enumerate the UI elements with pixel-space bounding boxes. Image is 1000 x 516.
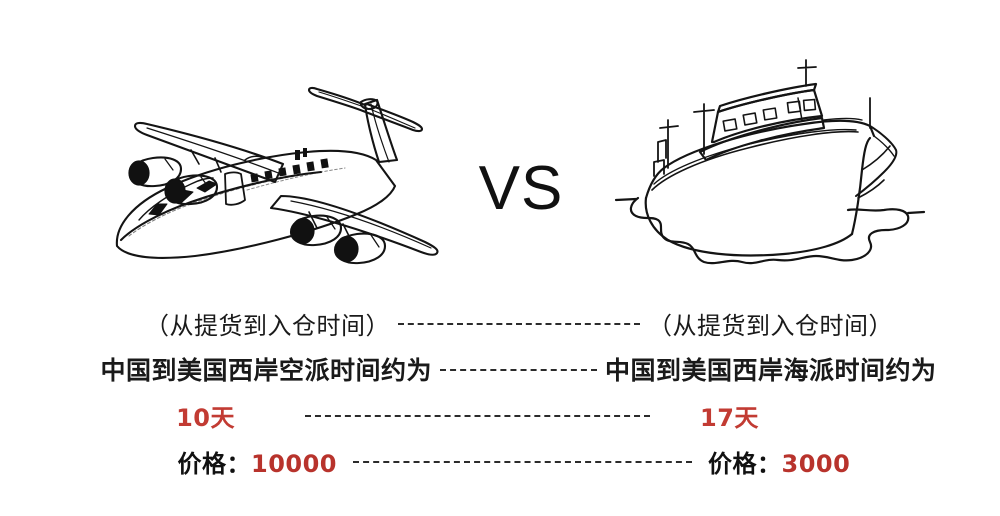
comparison-row: 中国到美国西岸空派时间约为 中国到美国西岸海派时间约为 <box>0 346 1000 392</box>
airplane-illustration <box>95 78 465 283</box>
air-price-label: 价格： <box>177 449 251 478</box>
sea-price-label: 价格： <box>708 449 782 478</box>
sea-price: 价格：3000 <box>700 444 1000 479</box>
air-transit-label: 中国到美国西岸空派时间约为 <box>100 356 432 385</box>
dashed-connector <box>353 461 692 463</box>
air-price-amount: 10000 <box>251 449 337 478</box>
sea-transit-days: 17天 <box>700 403 759 432</box>
comparison-row: 价格：10000 价格：3000 <box>0 438 1000 484</box>
sea-subtitle: （从提货到入仓时间） <box>648 311 893 340</box>
comparison-row: 10天 17天 <box>0 392 1000 438</box>
dashed-connector <box>305 415 650 417</box>
sea-price-amount: 3000 <box>781 449 851 478</box>
comparison-rows: （从提货到入仓时间） （从提货到入仓时间） 中国到美国西岸空派时间约为 中国到美… <box>0 300 1000 484</box>
comparison-row: （从提货到入仓时间） （从提货到入仓时间） <box>0 300 1000 346</box>
ship-illustration <box>608 58 928 283</box>
dashed-connector <box>440 369 597 371</box>
sea-transit-label: 中国到美国西岸海派时间约为 <box>605 356 937 385</box>
dashed-connector <box>398 323 640 325</box>
air-price: 价格：10000 <box>0 444 345 479</box>
air-transit-days: 10天 <box>176 403 235 432</box>
air-subtitle: （从提货到入仓时间） <box>145 311 390 340</box>
vs-label: VS <box>478 154 564 223</box>
